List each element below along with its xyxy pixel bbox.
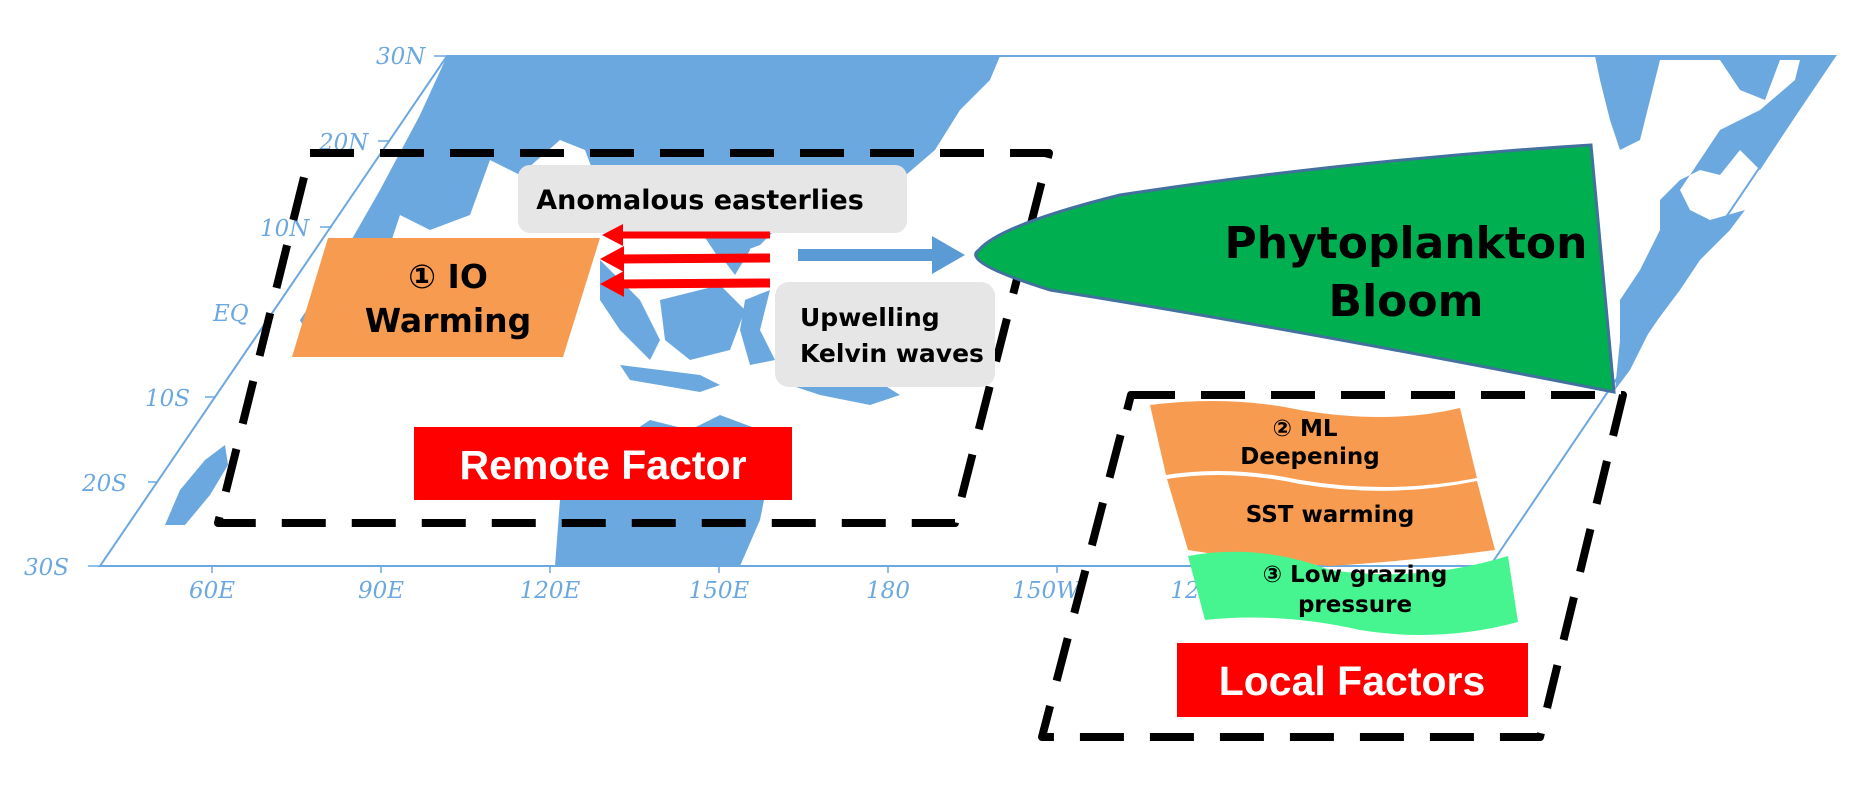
lon-label-120e: 120E	[520, 578, 581, 604]
easterlies-label-box	[518, 165, 907, 233]
remote-factor-dashed-box	[214, 149, 1053, 527]
land-borneo	[660, 285, 745, 360]
lon-label-150e: 150E	[689, 578, 750, 604]
remote-factor-label-box	[414, 427, 792, 500]
low-grazing-line1: ③ Low grazing	[1263, 562, 1448, 588]
remote-factor-label: Remote Factor	[459, 442, 746, 488]
local-factors-group: ② ML Deepening SST warming ③ Low grazing…	[1038, 391, 1627, 741]
easterlies-label: Anomalous easterlies	[536, 185, 864, 216]
local-factors-label: Local Factors	[1219, 658, 1486, 704]
bloom-label-line1: Phytoplankton	[1225, 218, 1588, 269]
lat-label-10n: 10N	[260, 216, 310, 242]
easterly-arrow-icon	[602, 224, 770, 246]
lat-label-30n: 30N	[376, 44, 426, 70]
land-americas	[1595, 56, 1835, 390]
ml-deepening-line1: ② ML	[1272, 416, 1337, 442]
lon-axis: 60E 90E 120E 150E 180 150W 12	[189, 566, 1200, 604]
remote-factor-group: ① IO Warming Anomalous easterlies	[214, 149, 1053, 527]
ml-deepening-line2: Deepening	[1240, 444, 1379, 470]
sst-warming-banner	[1167, 475, 1495, 566]
lat-label-30s: 30S	[24, 555, 69, 581]
io-warming-label-line2: Warming	[365, 301, 532, 340]
lon-label-90e: 90E	[358, 578, 404, 604]
lon-label-150w: 150W	[1012, 578, 1082, 604]
ml-deepening-banner	[1150, 401, 1477, 488]
bloom-label-line2: Bloom	[1329, 276, 1484, 327]
lon-label-120w-partial: 12	[1170, 578, 1199, 604]
kelvin-label-box	[775, 282, 995, 387]
land-madagascar	[165, 445, 228, 525]
lat-label-eq: EQ	[212, 301, 249, 327]
bloom-shape	[974, 143, 1616, 394]
local-factors-dashed-box	[1038, 391, 1627, 741]
kelvin-label-line1: Upwelling	[800, 303, 940, 332]
phytoplankton-bloom: Phytoplankton Bloom	[974, 143, 1616, 394]
io-warming-label-line1: ① IO	[408, 257, 488, 296]
easterly-arrow-icon	[600, 246, 771, 272]
land-java	[620, 365, 720, 392]
local-factors-label-box	[1177, 643, 1528, 717]
land-sumatra	[600, 260, 660, 360]
easterly-arrow-icon	[600, 271, 771, 297]
io-warming-shape	[292, 238, 600, 357]
sst-warming-label: SST warming	[1246, 502, 1415, 528]
lat-label-20s: 20S	[81, 471, 127, 497]
lon-label-60e: 60E	[189, 578, 235, 604]
kelvin-label-line2: Kelvin waves	[800, 339, 984, 368]
land-sulawesi	[740, 290, 775, 365]
easterly-arrows	[600, 224, 771, 297]
lat-label-10s: 10S	[145, 386, 190, 412]
kelvin-wave-arrow-icon	[798, 236, 965, 274]
low-grazing-line2: pressure	[1298, 592, 1412, 618]
low-grazing-banner	[1188, 551, 1518, 635]
lon-label-180: 180	[866, 578, 910, 604]
